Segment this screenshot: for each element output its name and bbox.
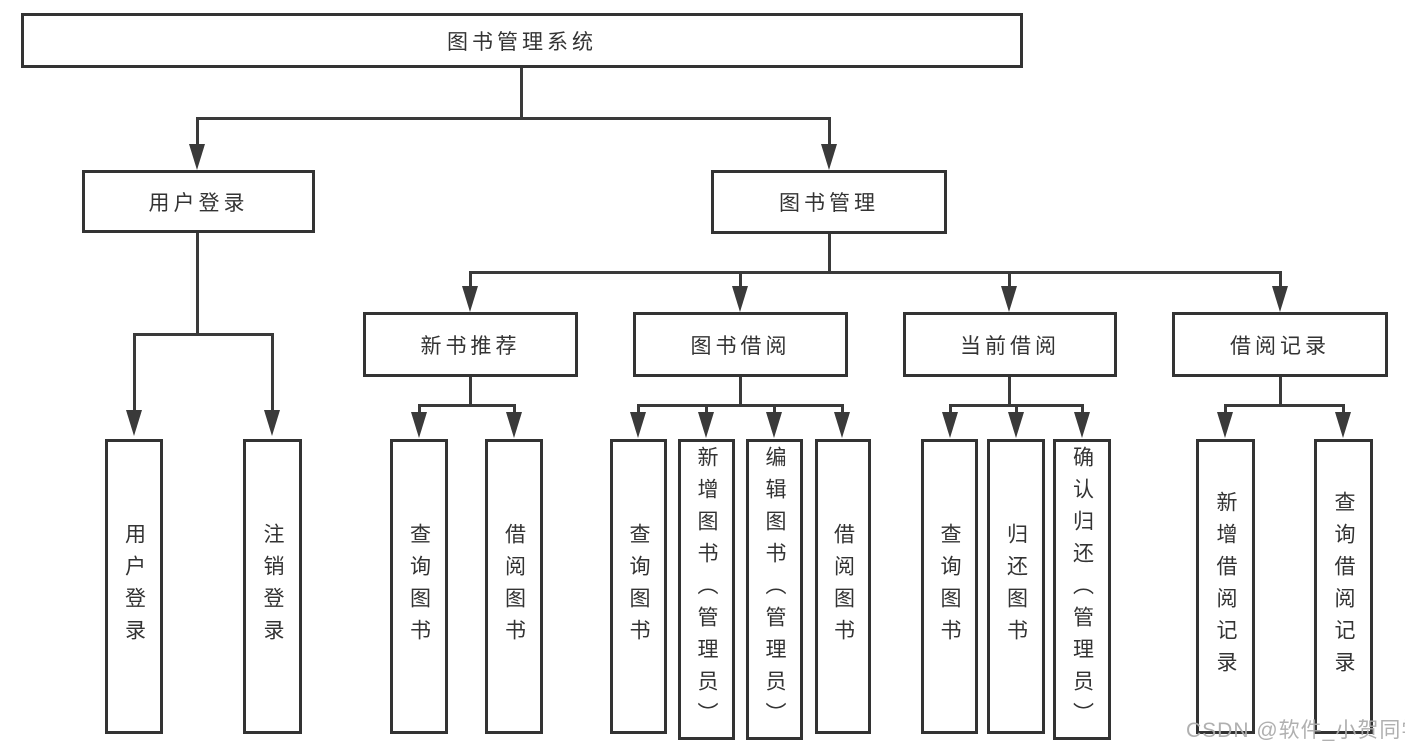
connector-book-management-stem — [828, 117, 831, 147]
node-borrow-query-books: 查询图书 — [610, 439, 667, 734]
node-borrow-add-books-label: 新增图书（管理员） — [695, 445, 718, 734]
arrowhead-borrow-borrow — [834, 412, 850, 438]
node-login: 用户登录 — [105, 439, 163, 734]
arrowhead-user-login — [189, 144, 205, 170]
connector-current-borrowing-stem — [1008, 271, 1011, 289]
node-recommend-query-books-label: 查询图书 — [407, 522, 431, 651]
node-borrow-edit-books: 编辑图书（管理员） — [746, 439, 803, 740]
connector-records-query-stem — [1342, 404, 1345, 414]
node-borrow-add-books: 新增图书（管理员） — [678, 439, 735, 740]
arrowhead-new-book-recommend — [462, 286, 478, 312]
node-recommend-query-books: 查询图书 — [390, 439, 448, 734]
connector-borrow-add-stem — [705, 404, 708, 414]
arrowhead-borrow-edit — [766, 412, 782, 438]
arrowhead-logout — [264, 410, 280, 436]
connector-borrow-query-stem — [637, 404, 640, 414]
arrowhead-borrow-add — [698, 412, 714, 438]
connector-book-borrowing-stem — [739, 271, 742, 289]
arrowhead-current-confirm — [1074, 412, 1090, 438]
connector-recommend-borrow-stem — [513, 404, 516, 414]
node-book-borrowing: 图书借阅 — [633, 312, 848, 377]
connector-user-login-stub — [196, 233, 199, 335]
arrowhead-current-return — [1008, 412, 1024, 438]
connector-recommend-query-stem — [418, 404, 421, 414]
connector-login-stem — [133, 333, 136, 411]
connector-current-query-stem — [949, 404, 952, 414]
connector-borrow-borrow-stem — [841, 404, 844, 414]
arrowhead-records-add — [1217, 412, 1233, 438]
node-records-query-record-label: 查询借阅记录 — [1332, 490, 1355, 683]
node-new-book-recommend-label: 新书推荐 — [420, 334, 521, 358]
node-book-management: 图书管理 — [711, 170, 947, 234]
arrowhead-book-borrowing — [732, 286, 748, 312]
arrowhead-current-query — [942, 412, 958, 438]
connector-borrow-edit-stem — [773, 404, 776, 414]
node-borrow-edit-books-label: 编辑图书（管理员） — [763, 445, 786, 734]
arrowhead-borrow-query — [630, 412, 646, 438]
connector-book-management-stub — [828, 234, 831, 273]
connector-recommend-fork-bar — [418, 404, 516, 407]
node-records-query-record: 查询借阅记录 — [1314, 439, 1373, 734]
node-borrow-borrow-books: 借阅图书 — [815, 439, 871, 734]
node-user-login: 用户登录 — [82, 170, 315, 233]
node-current-query-books: 查询图书 — [921, 439, 978, 734]
arrowhead-recommend-query — [411, 412, 427, 438]
connector-records-stub — [1279, 377, 1282, 406]
node-records-add-record: 新增借阅记录 — [1196, 439, 1255, 734]
connector-current-return-stem — [1015, 404, 1018, 414]
node-current-borrowing-label: 当前借阅 — [960, 334, 1060, 358]
node-root: 图书管理系统 — [21, 13, 1023, 68]
connector-logout-stem — [271, 333, 274, 411]
node-current-borrowing: 当前借阅 — [903, 312, 1117, 377]
node-logout-label: 注销登录 — [261, 522, 284, 651]
node-current-confirm-return-label: 确认归还（管理员） — [1070, 445, 1094, 734]
arrowhead-records-query — [1335, 412, 1351, 438]
node-user-login-label: 用户登录 — [148, 191, 249, 215]
node-borrowing-records-label: 借阅记录 — [1230, 334, 1330, 358]
node-login-label: 用户登录 — [122, 522, 146, 651]
node-borrowing-records: 借阅记录 — [1172, 312, 1388, 377]
node-current-query-books-label: 查询图书 — [938, 522, 961, 651]
node-recommend-borrow-books-label: 借阅图书 — [502, 522, 526, 651]
node-borrow-query-books-label: 查询图书 — [627, 522, 650, 651]
connector-new-book-recommend-stem — [469, 271, 472, 289]
node-logout: 注销登录 — [243, 439, 302, 734]
node-book-management-label: 图书管理 — [779, 192, 879, 215]
node-new-book-recommend: 新书推荐 — [363, 312, 578, 377]
connector-root-stub — [520, 68, 523, 118]
connector-level2-bar — [196, 117, 831, 120]
node-current-confirm-return: 确认归还（管理员） — [1053, 439, 1111, 740]
arrowhead-borrowing-records — [1272, 286, 1288, 312]
csdn-watermark: CSDN @软件_小贺同学 — [1186, 719, 1405, 742]
connector-borrowing-fork-bar — [637, 404, 844, 407]
arrowhead-recommend-borrow — [506, 412, 522, 438]
connector-current-confirm-stem — [1081, 404, 1084, 414]
arrowhead-login — [126, 410, 142, 436]
connector-borrowing-records-stem — [1279, 271, 1282, 289]
node-records-add-record-label: 新增借阅记录 — [1214, 490, 1237, 683]
node-recommend-borrow-books: 借阅图书 — [485, 439, 543, 734]
arrowhead-book-management — [821, 144, 837, 170]
connector-user-login-stem — [196, 117, 199, 147]
node-borrow-borrow-books-label: 借阅图书 — [831, 522, 855, 651]
connector-user-login-fork-bar — [133, 333, 274, 336]
node-current-return-books-label: 归还图书 — [1004, 522, 1028, 651]
connector-records-fork-bar — [1224, 404, 1344, 407]
connector-recommend-stub — [469, 377, 472, 406]
connector-records-add-stem — [1224, 404, 1227, 414]
arrowhead-current-borrowing — [1001, 286, 1017, 312]
connector-borrowing-stub — [739, 377, 742, 406]
node-book-borrowing-label: 图书借阅 — [690, 334, 791, 358]
connector-current-stub — [1008, 377, 1011, 406]
node-root-label: 图书管理系统 — [447, 30, 597, 54]
connector-level3-bar — [469, 271, 1281, 274]
node-current-return-books: 归还图书 — [987, 439, 1045, 734]
